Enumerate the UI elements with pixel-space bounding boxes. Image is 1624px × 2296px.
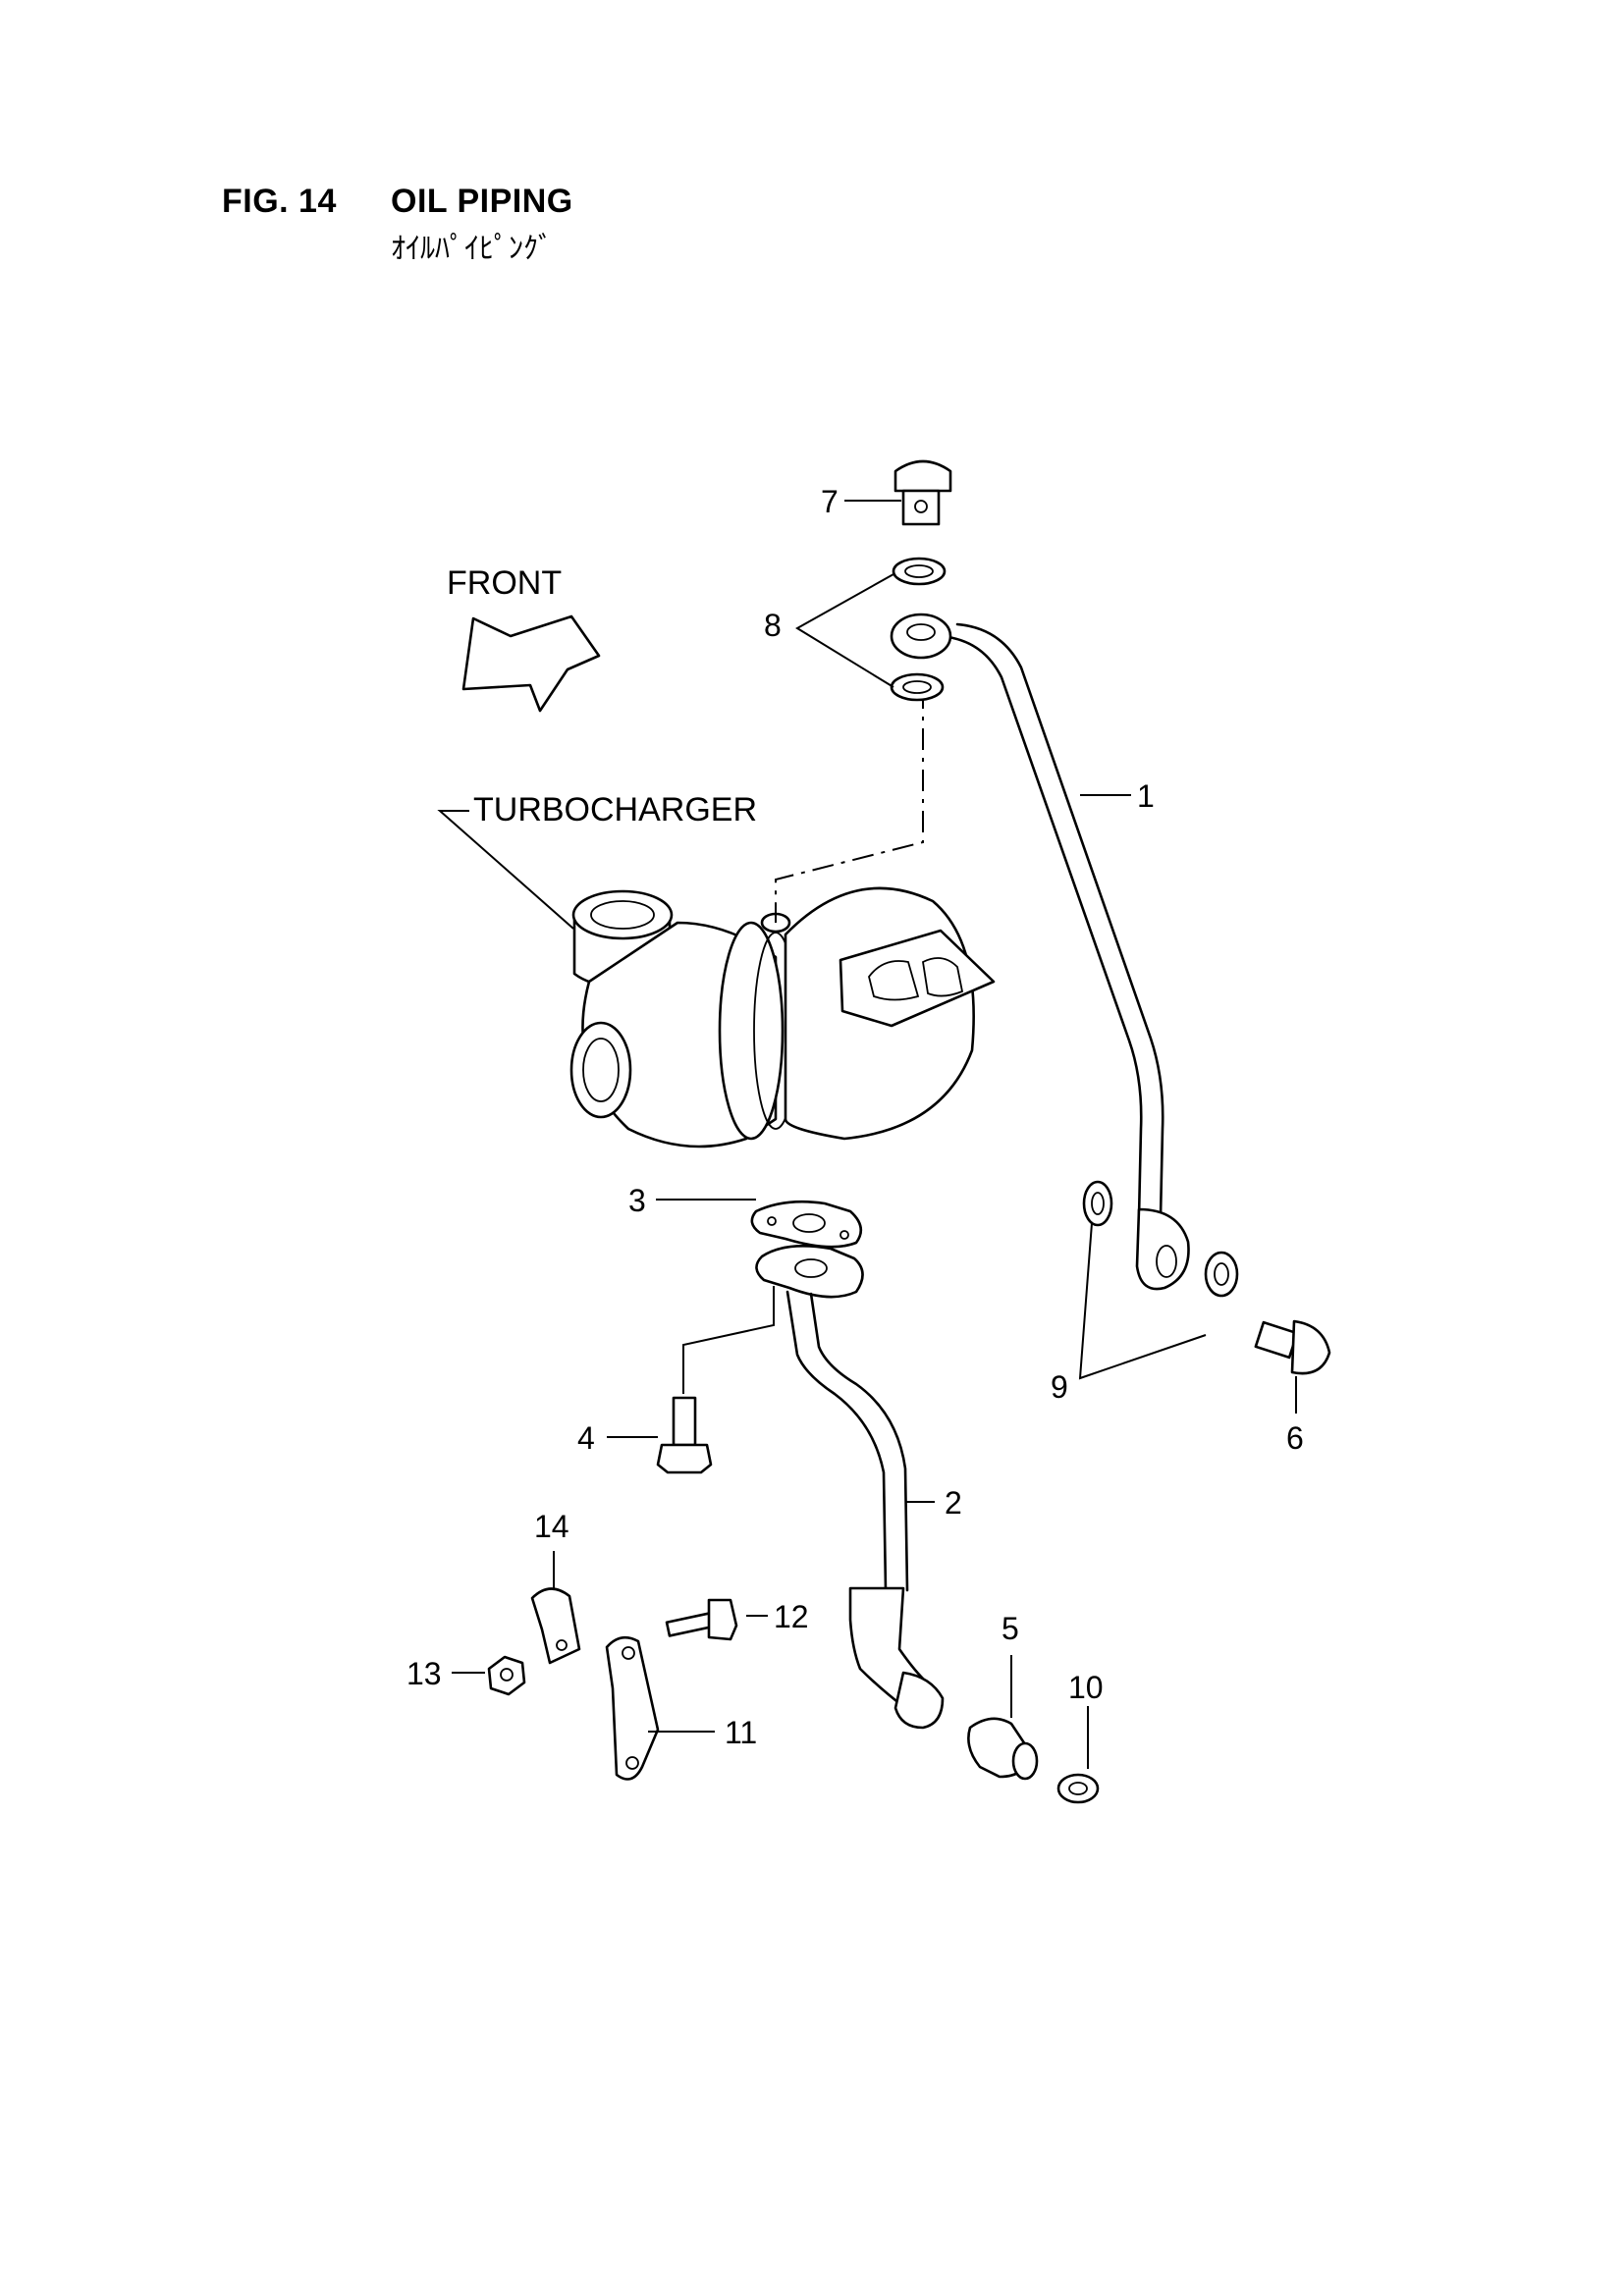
banjo-fitting-upper-hole (906, 623, 936, 641)
part-1-oil-feed-pipe (890, 613, 1190, 1291)
callout-3: 3 (628, 1183, 646, 1218)
callout-14: 14 (534, 1509, 569, 1544)
turbocharger-leader (437, 810, 574, 930)
bracket-11-hole-upper (622, 1646, 635, 1660)
connector-5-end (1011, 1741, 1039, 1781)
part-3-gasket (750, 1200, 863, 1249)
washer-9-left-hole (1091, 1192, 1105, 1215)
callout-7: 7 (821, 484, 839, 519)
connection-dashline (775, 687, 924, 923)
bolt-4-shank (672, 1396, 697, 1447)
front-arrow-icon (461, 614, 601, 713)
gasket-3 (750, 1200, 863, 1249)
part-7-eye-bolt (893, 459, 952, 526)
washer-8-lower (890, 672, 945, 702)
gasket-3-hole-b (839, 1230, 849, 1240)
figure-number: FIG. 14 (222, 183, 337, 220)
washer-8-upper (892, 557, 947, 586)
part-2-oil-return-pipe (755, 1245, 945, 1730)
turbocharger-label: TURBOCHARGER (473, 791, 757, 828)
callout-5: 5 (1001, 1611, 1019, 1646)
gasket-3-hole-a (767, 1216, 777, 1226)
washer-8-lower-hole (902, 680, 932, 694)
part-5-connector (967, 1717, 1039, 1781)
center-housing-ring (718, 921, 785, 1141)
part-12-bolt (665, 1598, 738, 1641)
washer-9-right-hole (1214, 1262, 1229, 1286)
part-6-eye-bolt (1254, 1319, 1331, 1375)
washer-10-hole (1068, 1782, 1088, 1795)
washer-9-left (1082, 1180, 1113, 1227)
part-14-clip (530, 1587, 581, 1665)
callout-8: 8 (764, 608, 782, 643)
exhaust-port-a (868, 960, 920, 1001)
compressor-outlet-bore (590, 900, 655, 930)
return-pipe-flange (755, 1245, 864, 1299)
eye-bolt-head (893, 459, 952, 493)
bolt-12-head (707, 1598, 738, 1641)
banjo-fitting-upper (890, 613, 952, 660)
exhaust-port-b (922, 957, 964, 997)
front-label: FRONT (447, 564, 562, 602)
callout-10: 10 (1068, 1670, 1104, 1705)
eye-bolt-shank (901, 489, 941, 526)
washer-8-upper-hole (904, 564, 934, 578)
eye-bolt-6-shank (1254, 1320, 1299, 1360)
figure-title: OIL PIPING (391, 183, 573, 220)
part-11-bracket (605, 1635, 660, 1781)
callout-9: 9 (1051, 1369, 1068, 1405)
compressor-outlet-rim (571, 889, 674, 940)
turbocharger: TURBOCHARGER (437, 791, 996, 1148)
figure-subtitle: ｵｲﾙﾊﾟｲﾋﾟﾝｸﾞ (391, 232, 553, 266)
bracket-11 (605, 1635, 660, 1781)
callout-11: 11 (725, 1715, 757, 1750)
eye-bolt-6-head (1290, 1319, 1331, 1375)
return-pipe-line-a (785, 1290, 888, 1592)
feed-pipe-line-b (955, 622, 1164, 1219)
feed-pipe-line-a (936, 634, 1143, 1219)
part-9-washers (1082, 1180, 1239, 1298)
callout-13: 13 (406, 1656, 442, 1691)
bracket-11-hole-lower (625, 1756, 639, 1770)
callout-1: 1 (1137, 778, 1155, 814)
washer-9-right (1204, 1251, 1239, 1298)
bolt-4-location-line (682, 1286, 775, 1394)
return-pipe-flange-port (794, 1258, 828, 1278)
bolt-12-shank (665, 1612, 714, 1637)
return-pipe-line-b (809, 1292, 909, 1592)
nut-13 (487, 1655, 526, 1696)
leader-9 (1078, 1222, 1207, 1380)
part-8-washers (890, 557, 947, 702)
washer-10 (1056, 1773, 1100, 1804)
nut-13-hole (500, 1668, 514, 1682)
leader-8 (795, 573, 894, 688)
banjo-fitting-lower-hole (1156, 1245, 1177, 1278)
clip-14-hole (556, 1639, 568, 1651)
compressor-inlet-bore (582, 1038, 620, 1102)
front-direction-arrow: FRONT (447, 564, 601, 713)
callout-12: 12 (774, 1599, 809, 1634)
bolt-4-head (656, 1443, 713, 1474)
compressor-inlet (569, 1021, 632, 1119)
eye-bolt-hole (914, 500, 928, 513)
callout-2: 2 (945, 1485, 962, 1521)
clip-14 (530, 1587, 581, 1665)
part-10-washer (1056, 1773, 1100, 1804)
return-pipe-nut (893, 1671, 945, 1730)
part-13-nut (487, 1655, 526, 1696)
exhaust-flange (839, 929, 996, 1028)
callout-6: 6 (1286, 1420, 1304, 1456)
part-4-bolt (656, 1396, 713, 1474)
gasket-3-port (792, 1213, 826, 1233)
callout-4: 4 (577, 1420, 595, 1456)
